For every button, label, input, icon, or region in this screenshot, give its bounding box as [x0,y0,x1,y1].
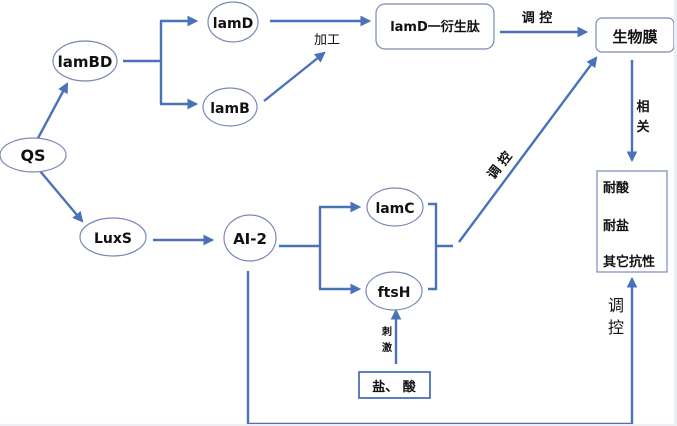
edge-qs-to-luxs [39,170,84,223]
node-lamb-label: lamB [210,101,250,117]
node-peptide-label: lamD一衍生肽 [390,19,481,35]
node-luxs-label: LuxS [94,231,132,247]
node-ftsh: ftsH [365,271,423,311]
label-stimulate-1: 刺 [381,325,392,338]
node-biofilm-label: 生物膜 [612,28,657,46]
node-resistance: 耐酸 耐盐 其它抗性 [596,170,668,273]
node-lamc: lamC [366,187,424,227]
label-regulate-bottom-1: 调 [608,296,624,315]
page-right-edge [674,0,677,426]
label-regulate-bottom-2: 控 [608,318,624,337]
label-stimulate-2: 激 [382,341,392,354]
bracket-lamc-ftsh [428,202,438,291]
label-regulate-diagonal: 调 控 [484,149,515,183]
label-correlated-1: 相 [636,99,649,115]
node-ftsh-label: ftsH [378,285,411,301]
node-qs-label: QS [20,146,45,165]
node-lambd-label: lamBD [58,53,113,71]
node-salt-acid: 盐、 酸 [358,371,431,399]
node-ai2-label: AI-2 [233,230,267,248]
edge-qs-to-lambd [35,82,69,141]
label-correlated-2: 关 [636,119,649,135]
node-peptide: lamD一衍生肽 [375,3,495,50]
node-lamd-label: lamD [213,16,253,32]
node-lamb: lamB [202,87,258,127]
label-processing: 加工 [314,33,340,48]
node-lamc-label: lamC [375,201,414,217]
node-ai2: AI-2 [223,214,277,262]
node-lambd: lamBD [52,40,118,82]
node-biofilm: 生物膜 [595,17,675,53]
resistance-item-salt: 耐盐 [603,218,629,234]
edge-lamb-to-processing [263,51,326,102]
edge-ai2-to-resistance [246,271,638,426]
edge-bracket-to-biofilm [458,56,598,243]
node-luxs: LuxS [79,217,147,257]
label-regulate-top: 调 控 [522,10,553,26]
node-lamd: lamD [207,1,259,43]
page-bottom-edge [0,424,677,426]
resistance-item-acid: 耐酸 [603,180,630,196]
resistance-item-other: 其它抗性 [603,254,655,270]
node-qs: QS [0,137,67,173]
node-salt-acid-label: 盐、 酸 [372,379,417,395]
